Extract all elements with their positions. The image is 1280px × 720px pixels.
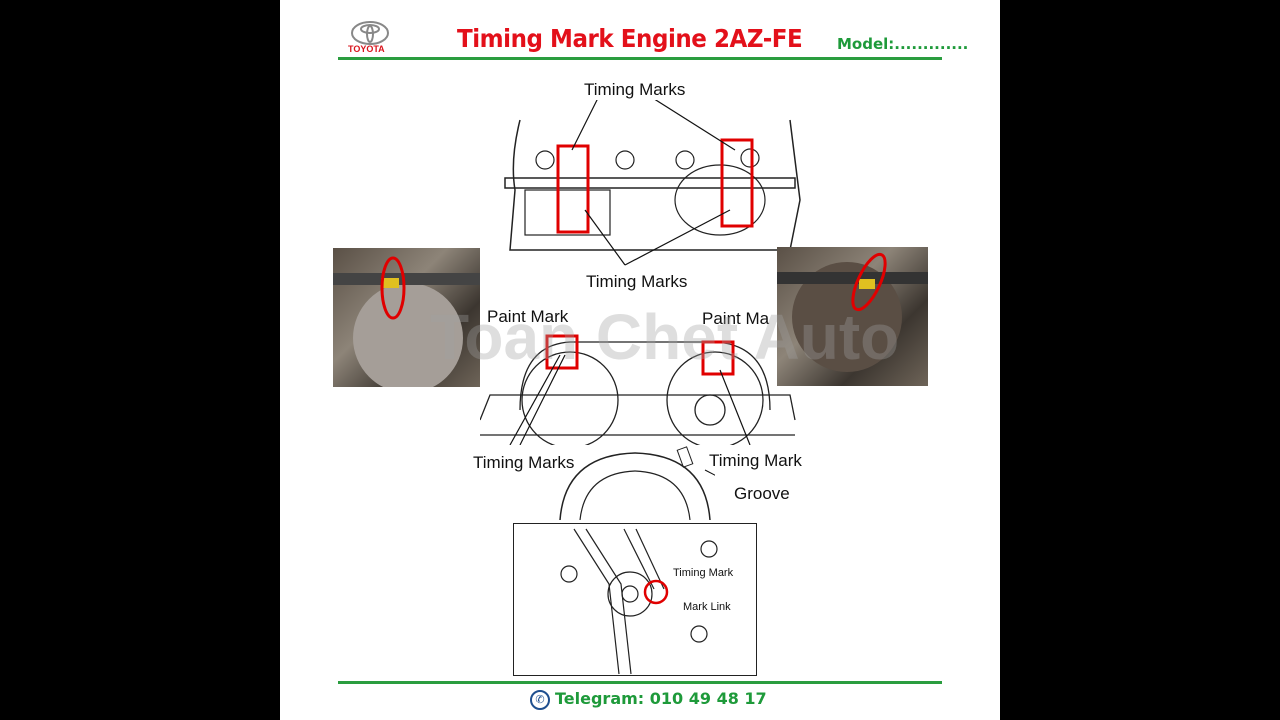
telegram-contact: Telegram: 010 49 48 17	[555, 689, 767, 708]
label-timing-mark-right: Timing Mark	[709, 451, 802, 470]
crank-inset-diagram: Timing Mark Mark Link	[513, 523, 757, 676]
logo-text: TOYOTA	[348, 44, 385, 54]
photo-intake-cam	[333, 248, 480, 387]
footer-divider	[338, 681, 942, 684]
crank-pulley-diagram	[559, 446, 715, 520]
label-paint-mark-right: Paint Ma	[702, 309, 770, 328]
photo-exhaust-cam	[777, 247, 928, 386]
toyota-logo	[351, 21, 389, 45]
label-inset-timing-mark: Timing Mark	[673, 567, 734, 579]
document-page: TOYOTA Timing Mark Engine 2AZ-FE Model:.…	[280, 0, 1000, 720]
label-paint-mark-left: Paint Mark	[487, 307, 569, 326]
camshaft-diagram	[504, 100, 801, 266]
page-title: Timing Mark Engine 2AZ-FE	[457, 24, 803, 53]
sprocket-diagram	[480, 334, 796, 445]
watermark: Toan Chet Auto	[430, 301, 900, 373]
label-mark-link: Mark Link	[683, 601, 731, 613]
model-field: Model:.............	[837, 35, 969, 53]
label-timing-marks-lower: Timing Marks	[586, 272, 688, 291]
phone-icon: ✆	[530, 690, 550, 710]
label-groove: Groove	[734, 484, 790, 503]
label-timing-marks-left: Timing Marks	[473, 453, 575, 472]
label-timing-marks-top: Timing Marks	[584, 80, 686, 99]
header-divider	[338, 57, 942, 60]
